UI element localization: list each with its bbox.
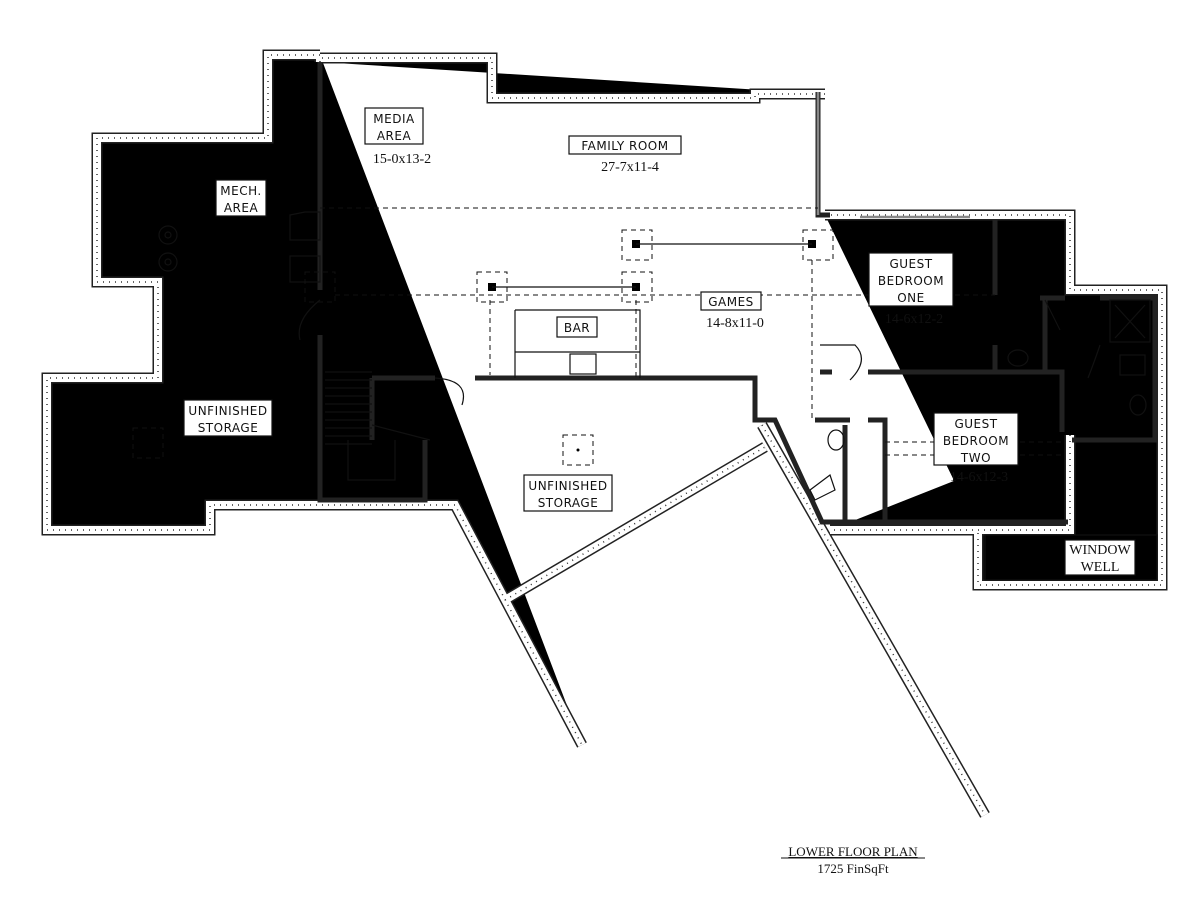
room-size: 27-7x11-4: [601, 160, 659, 175]
fixtures: [132, 211, 1158, 581]
room-media-area: MEDIA AREA 15-0x13-2: [364, 107, 431, 167]
room-name: WELL: [1081, 560, 1120, 575]
room-guest-bedroom-two: GUEST BEDROOM TWO 14-6x12-3: [933, 412, 1019, 485]
room-name: BAR: [564, 321, 590, 335]
interior-walls: [317, 62, 1158, 525]
room-size: 15-0x13-2: [373, 152, 431, 167]
plan-title: LOWER FLOOR PLAN: [788, 844, 918, 859]
room-guest-bedroom-one: GUEST BEDROOM ONE 14-6x12-2: [868, 252, 954, 327]
room-name: AREA: [377, 129, 412, 143]
room-window-well: WINDOW WELL: [1064, 539, 1136, 576]
room-name: STORAGE: [538, 496, 599, 510]
room-unfinished-storage-left: UNFINISHED STORAGE: [183, 399, 273, 437]
room-name: AREA: [224, 201, 259, 215]
room-name: FAMILY ROOM: [581, 139, 668, 153]
room-name: UNFINISHED: [528, 479, 607, 493]
room-size: 14-6x12-2: [885, 312, 943, 327]
room-name: GAMES: [708, 295, 754, 309]
plan-title-block: LOWER FLOOR PLAN 1725 FinSqFt: [781, 844, 925, 876]
room-name: STORAGE: [198, 421, 259, 435]
room-name: MECH.: [220, 184, 261, 198]
room-name: GUEST: [889, 257, 932, 271]
plan-area: 1725 FinSqFt: [817, 861, 889, 876]
room-name: ONE: [897, 291, 925, 305]
room-mech-area: MECH. AREA: [215, 179, 267, 217]
room-family-room: FAMILY ROOM 27-7x11-4: [568, 135, 682, 175]
room-name: GUEST: [954, 417, 997, 431]
room-games: GAMES 14-8x11-0: [700, 291, 764, 331]
room-name: UNFINISHED: [188, 404, 267, 418]
beam-lines: [320, 207, 1062, 456]
room-name: TWO: [960, 451, 991, 465]
room-size: 14-6x12-3: [950, 470, 1008, 485]
room-unfinished-storage-center: UNFINISHED STORAGE: [523, 474, 613, 512]
room-name: WINDOW: [1069, 543, 1131, 558]
room-name: BEDROOM: [878, 274, 944, 288]
room-name: MEDIA: [373, 112, 415, 126]
room-bar: BAR: [556, 316, 598, 338]
room-size: 14-8x11-0: [706, 316, 764, 331]
foundation-walls: [47, 55, 1162, 815]
room-name: BEDROOM: [943, 434, 1009, 448]
